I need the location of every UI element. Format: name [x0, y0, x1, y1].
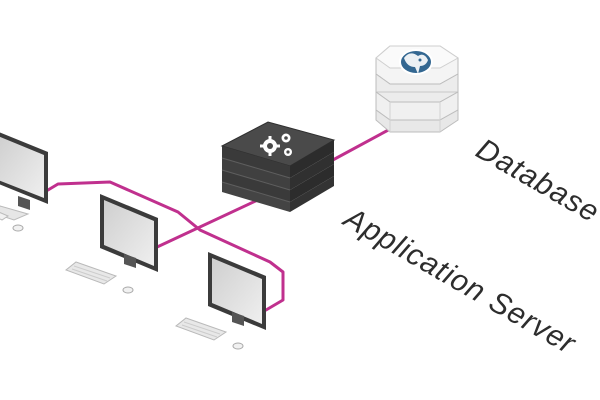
link-server-client-2 — [153, 196, 264, 250]
database-stack — [375, 45, 459, 133]
link-client-1 — [46, 180, 285, 312]
client-workstation-1 — [0, 132, 48, 232]
database-label: Database — [471, 132, 600, 229]
application-server-label: Application Server — [337, 200, 582, 360]
client-workstation-2 — [64, 194, 158, 294]
client-workstation-3 — [174, 252, 266, 350]
application-server-stack — [220, 121, 336, 212]
gears-icon — [260, 133, 292, 156]
postgresql-elephant-icon — [399, 49, 433, 75]
